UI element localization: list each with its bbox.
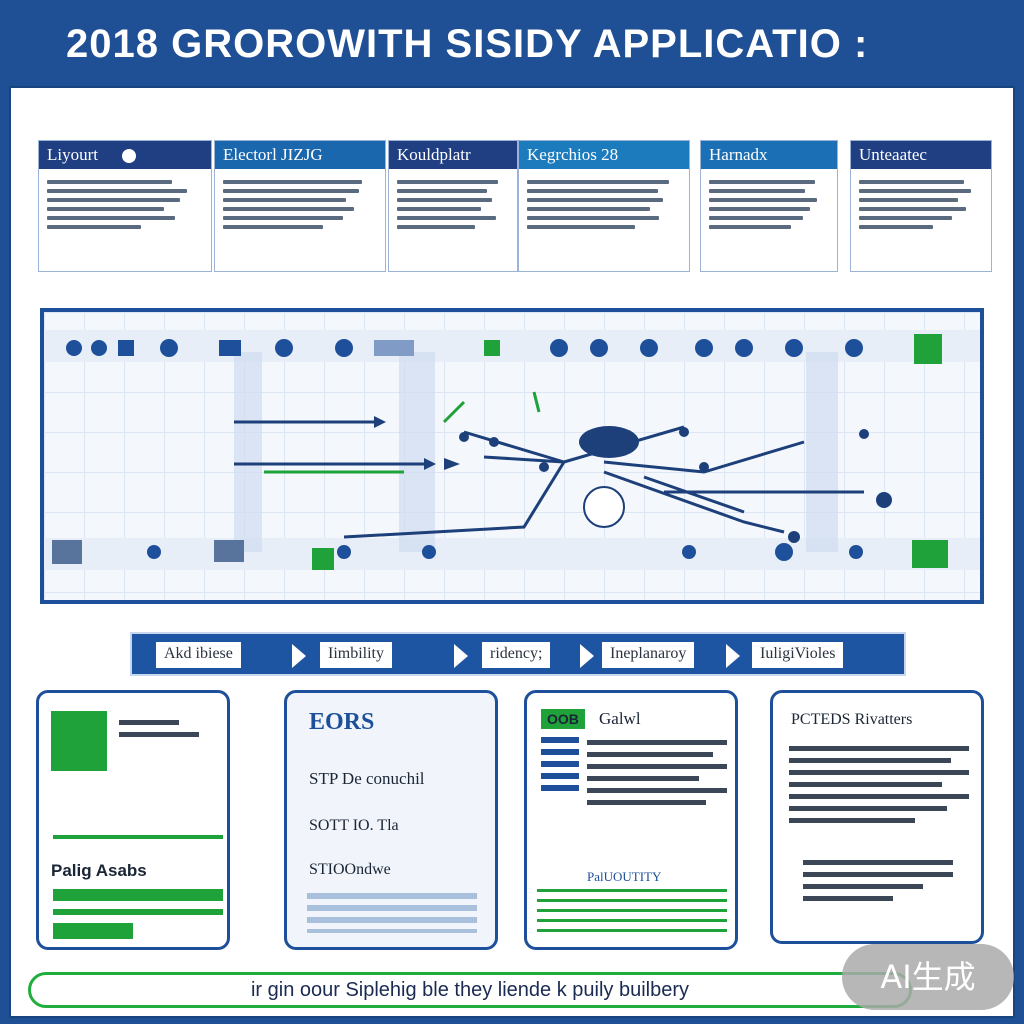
doc-title: Palig Asabs — [51, 861, 147, 880]
card-header: Kouldplatr — [389, 141, 517, 169]
doc-title: Galwl — [599, 709, 641, 728]
step-4: Ineplanaroy — [602, 642, 695, 668]
card-header: Unteaatec — [851, 141, 991, 169]
document-4: PCTEDS Rivatters — [770, 690, 984, 944]
card-2: Electorl JIZJG — [214, 140, 386, 272]
title-bar: 2018 GROROWITH SISIDY APPLICATIO : — [0, 0, 1024, 86]
card-title: Kegrchios 28 — [527, 145, 619, 164]
card-header: Liyourt — [39, 141, 211, 169]
card-1: Liyourt — [38, 140, 212, 272]
card-header: Kegrchios 28 — [519, 141, 689, 169]
doc-title: PCTEDS Rivatters — [791, 711, 913, 728]
card-header: Electorl JIZJG — [215, 141, 385, 169]
card-4: Kegrchios 28 — [518, 140, 690, 272]
card-title: Electorl JIZJG — [223, 145, 323, 164]
step-label: Ineplanaroy — [610, 645, 687, 662]
step-5: IuligiVioles — [752, 642, 844, 668]
arrow-icon — [292, 644, 306, 668]
footer-text: ir gin oour Siplehig ble they liende k p… — [250, 979, 690, 1001]
doc-title: EORS — [309, 709, 375, 735]
badge-text: AI生成 — [880, 958, 976, 996]
flow-lines — [52, 334, 948, 570]
card-title: Liyourt — [47, 145, 98, 164]
card-body — [39, 169, 211, 240]
arrow-icon — [580, 644, 594, 668]
document-3: OOB Galwl PalUOUTITY — [524, 690, 738, 950]
step-3: ridency; — [482, 642, 551, 668]
doc-row: SOTT IO. Tla — [309, 817, 399, 834]
doc-row: STIOOndwe — [309, 861, 391, 878]
card-5: Harnadx — [700, 140, 838, 272]
image-icon — [51, 711, 107, 771]
card-3: Kouldplatr — [388, 140, 518, 272]
document-1: Palig Asabs — [36, 690, 230, 950]
doc-row: STP De conuchil — [309, 769, 425, 788]
document-2: EORS STP De conuchil SOTT IO. Tla STIOOn… — [284, 690, 498, 950]
ai-generated-badge: AI生成 — [842, 944, 1014, 1010]
footer-banner: ir gin oour Siplehig ble they liende k p… — [28, 972, 912, 1008]
step-label: ridency; — [490, 645, 543, 662]
step-1: Akd ibiese — [156, 642, 241, 668]
step-label: Iimbility — [328, 645, 384, 662]
card-6: Unteaatec — [850, 140, 992, 272]
card-title: Kouldplatr — [397, 145, 471, 164]
flow-frame — [40, 308, 984, 604]
arrow-icon — [454, 644, 468, 668]
step-label: Akd ibiese — [164, 645, 233, 662]
circle-icon — [122, 149, 137, 164]
card-body — [701, 169, 837, 240]
flow-diagram-panel — [30, 308, 994, 604]
card-body — [215, 169, 385, 240]
process-steps: Akd ibiese Iimbility ridency; Ineplanaro… — [130, 632, 906, 676]
card-body — [519, 169, 689, 240]
doc-subtitle: PalUOUTITY — [587, 869, 662, 884]
card-title: Harnadx — [709, 145, 768, 164]
green-tag: OOB — [541, 709, 585, 729]
page-title: 2018 GROROWITH SISIDY APPLICATIO : — [66, 22, 869, 66]
arrow-icon — [726, 644, 740, 668]
card-body — [389, 169, 517, 240]
step-label: IuligiVioles — [760, 645, 836, 662]
step-2: Iimbility — [320, 642, 392, 668]
card-body — [851, 169, 991, 240]
card-header: Harnadx — [701, 141, 837, 169]
card-title: Unteaatec — [859, 145, 927, 164]
